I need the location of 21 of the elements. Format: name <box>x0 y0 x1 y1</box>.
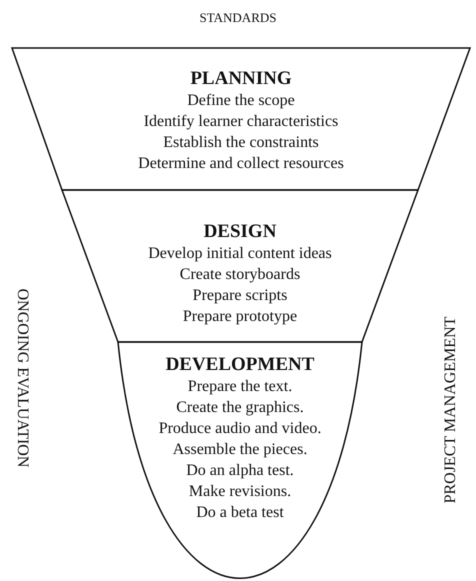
step-text: Do a beta test <box>196 503 284 523</box>
step-text: Prepare the text. <box>188 377 292 397</box>
step-text: Prepare scripts <box>192 286 288 306</box>
step-text: Determine and collect resources <box>138 154 344 174</box>
step-text: Make revisions. <box>188 482 292 502</box>
step-text: Develop initial content ideas <box>148 244 332 264</box>
step-text: Create storyboards <box>180 265 300 285</box>
step-text: Prepare prototype <box>182 307 298 327</box>
phase-heading: DESIGN <box>204 221 276 243</box>
phase-heading: PLANNING <box>190 68 292 90</box>
side-label: ONGOING EVALUATION <box>13 288 32 468</box>
step-text: Identify learner characteristics <box>144 112 338 132</box>
step-text: Produce audio and video. <box>158 419 322 439</box>
step-text: Do an alpha test. <box>186 461 294 481</box>
step-text: Assemble the pieces. <box>172 440 308 460</box>
step-text: Define the scope <box>187 91 295 111</box>
step-text: Create the graphics. <box>176 398 304 418</box>
step-text: Establish the constraints <box>163 133 319 153</box>
phase-heading: DEVELOPMENT <box>166 354 314 376</box>
side-label: PROJECT MANAGEMENT <box>441 316 460 504</box>
top-label: STANDARDS <box>200 9 276 27</box>
